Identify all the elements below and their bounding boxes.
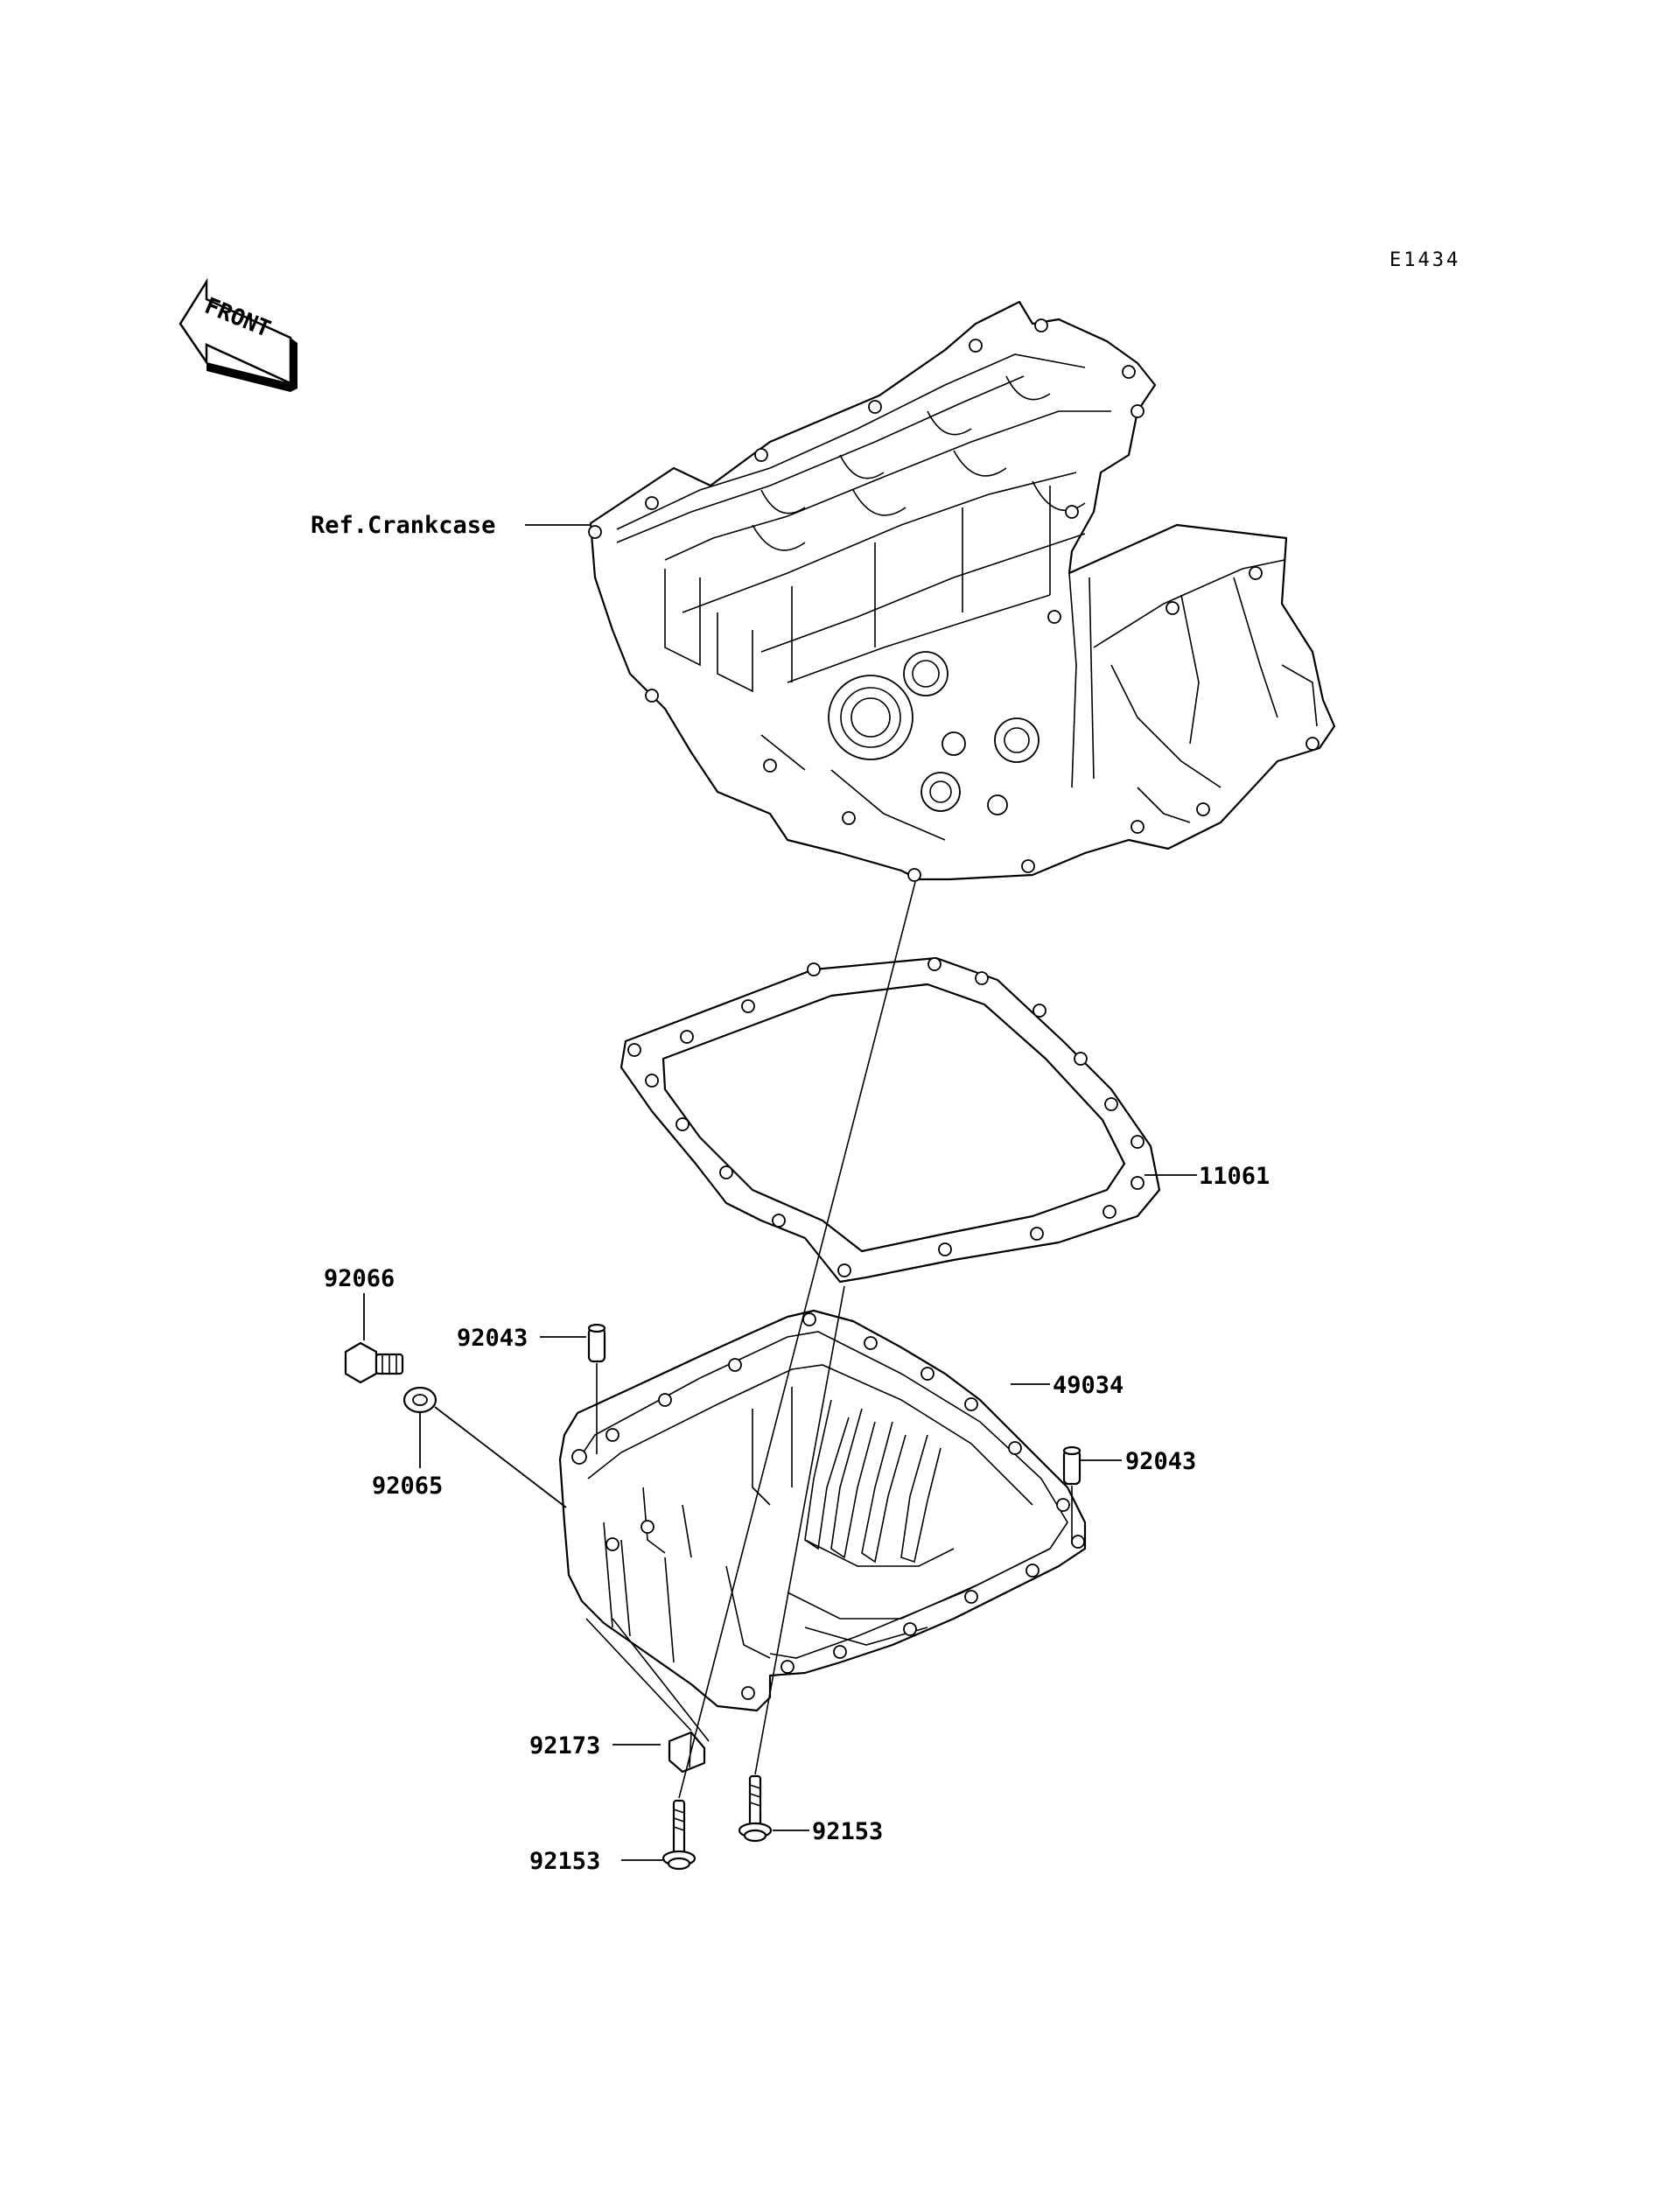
dowel-pin-left-illustration (587, 1323, 606, 1363)
leader-lines (363, 524, 1197, 1861)
callout-washer: 92065 (372, 1473, 443, 1500)
callout-labels: Ref.Crankcase 11061 49034 92043 92043 92… (311, 512, 1270, 1875)
callout-clamp: 92173 (529, 1732, 600, 1760)
crankcase-illustration (588, 300, 1336, 882)
oil-pan-illustration (558, 1309, 1087, 1712)
callout-dowel-right: 92043 (1125, 1448, 1196, 1475)
callout-bolt-left: 92153 (529, 1848, 600, 1875)
front-arrow-icon: FRONT (178, 277, 298, 392)
callout-drain-plug: 92066 (324, 1265, 395, 1292)
drain-plug-illustration (344, 1341, 404, 1384)
callout-ref-crankcase: Ref.Crankcase (311, 512, 495, 539)
dowel-pin-right-illustration (1062, 1445, 1082, 1486)
oil-pan-gasket-illustration (620, 956, 1161, 1284)
callout-gasket: 11061 (1199, 1163, 1270, 1190)
drawing-code: E1434 (1390, 249, 1460, 271)
bolt-right-illustration (738, 1774, 773, 1843)
callout-dowel-left: 92043 (457, 1325, 528, 1352)
callout-oil-pan: 49034 (1053, 1372, 1124, 1399)
washer-illustration (402, 1386, 438, 1414)
callout-bolt-right: 92153 (812, 1818, 883, 1845)
bolt-left-illustration (662, 1799, 696, 1871)
clamp-illustration (668, 1731, 706, 1774)
